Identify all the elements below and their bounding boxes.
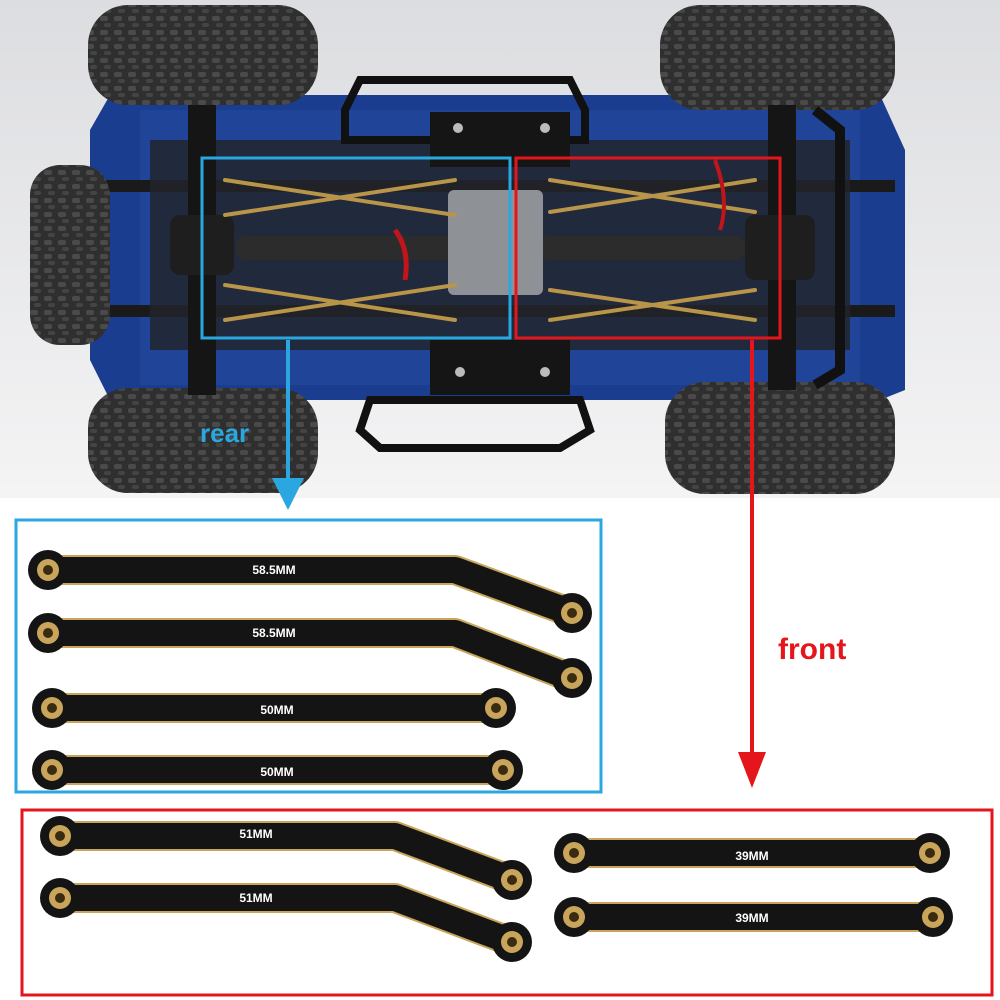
rear-links-installed (223, 178, 457, 322)
front-left-tire (660, 5, 895, 110)
skid-mount-bottom (430, 340, 570, 395)
front-arrow (738, 340, 766, 788)
rear-right-tire (88, 388, 318, 493)
spare-tire (30, 165, 110, 345)
front-label: front (778, 633, 847, 666)
rear-label: rear (200, 418, 250, 448)
link-parts (28, 550, 953, 962)
rear-link-4-length: 50MM (260, 765, 294, 779)
rc-car-underside (30, 5, 905, 494)
front-driveshaft (540, 236, 745, 260)
front-link-1-length: 51MM (239, 827, 273, 841)
rear-link-3 (32, 688, 516, 728)
rear-arrow (272, 340, 304, 510)
front-link-3-length: 39MM (735, 849, 769, 863)
front-link-2-length: 51MM (239, 891, 273, 905)
rear-left-tire (88, 5, 318, 105)
front-link-4 (554, 897, 953, 937)
rear-link-2-length: 58.5MM (252, 626, 296, 640)
rear-link-3-length: 50MM (260, 703, 294, 717)
rear-link-4 (32, 750, 523, 790)
front-right-tire (665, 382, 895, 494)
rear-link-1-length: 58.5MM (252, 563, 296, 577)
center-skid-plate (448, 190, 543, 295)
rear-driveshaft (236, 236, 466, 260)
rear-link-2 (28, 613, 592, 698)
rear-highlight-box (200, 156, 512, 340)
front-link-2 (40, 878, 532, 962)
rear-link-1 (28, 550, 592, 633)
front-link-1 (40, 816, 532, 900)
front-highlight-box (514, 156, 782, 340)
front-link-4-length: 39MM (735, 911, 769, 925)
front-link-3 (554, 833, 950, 873)
